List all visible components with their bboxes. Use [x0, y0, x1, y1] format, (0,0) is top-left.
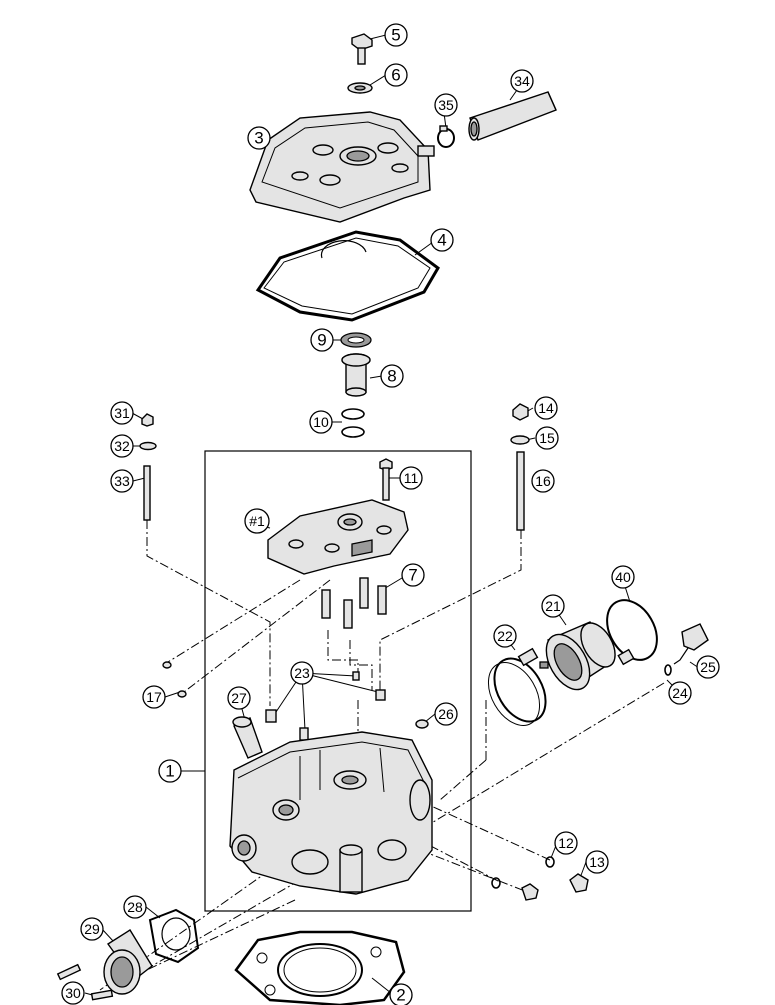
callout-31: 31 [110, 401, 134, 425]
head-plug [415, 719, 429, 729]
svg-text:17: 17 [146, 689, 162, 705]
svg-text:15: 15 [539, 430, 555, 446]
breather-hose [468, 91, 557, 141]
valve-guides [321, 577, 387, 629]
callout-15: 15 [535, 426, 559, 450]
callout-21: 21 [541, 594, 565, 618]
exhaust-bolts [56, 963, 114, 1001]
callout-34: 34 [510, 69, 534, 93]
callout-23: 23 [290, 661, 314, 685]
svg-text:27: 27 [231, 690, 247, 706]
svg-text:21: 21 [545, 598, 561, 614]
svg-text:12: 12 [558, 835, 574, 851]
dowel-pins [265, 671, 386, 741]
callout-5: 5 [384, 23, 408, 47]
callout-9: 9 [310, 328, 334, 352]
camshaft-bolt [379, 458, 393, 501]
callout-3: 3 [247, 126, 271, 150]
coolant-nozzle [232, 716, 263, 759]
callout-12: 12 [554, 831, 578, 855]
callout-hash-1: #1 [244, 508, 270, 534]
svg-text:25: 25 [700, 659, 716, 675]
callout-26: 26 [434, 702, 458, 726]
callout-13: 13 [585, 850, 609, 874]
callout-30: 30 [61, 981, 85, 1005]
exhaust-flange [103, 929, 153, 995]
svg-text:16: 16 [535, 473, 551, 489]
cylinder-head-gasket [234, 930, 406, 1005]
svg-text:11: 11 [404, 470, 419, 486]
svg-text:23: 23 [294, 665, 310, 681]
callout-33: 33 [110, 469, 134, 493]
svg-text:6: 6 [391, 66, 400, 85]
valve-cover-gasket [255, 230, 440, 322]
callout-35: 35 [434, 93, 458, 117]
svg-text:22: 22 [497, 628, 513, 644]
cylinder-head [229, 731, 433, 895]
callout-16: 16 [531, 469, 555, 493]
o-rings [341, 408, 365, 438]
callout-27: 27 [227, 686, 251, 710]
callout-8: 8 [380, 364, 404, 388]
cover-washer [347, 82, 373, 94]
callout-11: 11 [399, 466, 423, 490]
callout-4: 4 [430, 228, 454, 252]
callout-28: 28 [123, 895, 147, 919]
callout-2: 2 [389, 983, 413, 1005]
left-stud-set [139, 413, 157, 521]
callout-40: 40 [611, 565, 635, 589]
small-plugs [162, 661, 187, 698]
right-stud-set [510, 403, 530, 531]
svg-text:13: 13 [589, 854, 605, 870]
hose-clamp [437, 125, 455, 148]
temperature-sensor [664, 623, 709, 676]
cover-bolt [351, 33, 373, 65]
callout-22: 22 [493, 624, 517, 648]
svg-text:5: 5 [391, 26, 400, 45]
svg-text:4: 4 [437, 231, 446, 250]
svg-text:3: 3 [254, 129, 263, 148]
svg-text:40: 40 [615, 569, 631, 585]
svg-text:24: 24 [672, 685, 688, 701]
svg-text:26: 26 [438, 706, 454, 722]
callout-17: 17 [142, 685, 166, 709]
intake-clamp [487, 647, 547, 726]
svg-text:35: 35 [438, 97, 454, 113]
callout-25: 25 [696, 655, 720, 679]
svg-text:7: 7 [408, 566, 417, 585]
intake-flange [539, 621, 616, 691]
svg-text:10: 10 [313, 414, 329, 430]
svg-text:28: 28 [127, 899, 143, 915]
svg-text:8: 8 [387, 367, 396, 386]
callout-24: 24 [668, 681, 692, 705]
callout-32: 32 [110, 434, 134, 458]
callout-14: 14 [534, 396, 558, 420]
callout-10: 10 [309, 410, 333, 434]
seal-ring [340, 332, 372, 348]
exhaust-gasket [148, 908, 200, 964]
spark-plug-sleeve [341, 353, 371, 397]
svg-text:32: 32 [114, 438, 130, 454]
svg-text:2: 2 [396, 986, 405, 1005]
svg-text:#1: #1 [249, 513, 265, 529]
svg-text:9: 9 [317, 331, 326, 350]
svg-text:31: 31 [114, 405, 130, 421]
callout-6: 6 [384, 63, 408, 87]
camshaft-bearing-bridge [267, 499, 409, 575]
svg-text:34: 34 [514, 73, 530, 89]
svg-text:30: 30 [65, 985, 81, 1001]
svg-text:14: 14 [538, 400, 554, 416]
svg-text:29: 29 [84, 921, 100, 937]
callout-7: 7 [401, 563, 425, 587]
callout-29: 29 [80, 917, 104, 941]
callout-1: 1 [158, 759, 182, 783]
valve-cover [249, 111, 435, 223]
cylinder-head-assembly-frame [204, 450, 472, 912]
drain-plug-set [491, 856, 589, 901]
svg-text:1: 1 [165, 762, 174, 781]
svg-text:33: 33 [114, 473, 130, 489]
intake-flange-clamp [606, 599, 658, 666]
